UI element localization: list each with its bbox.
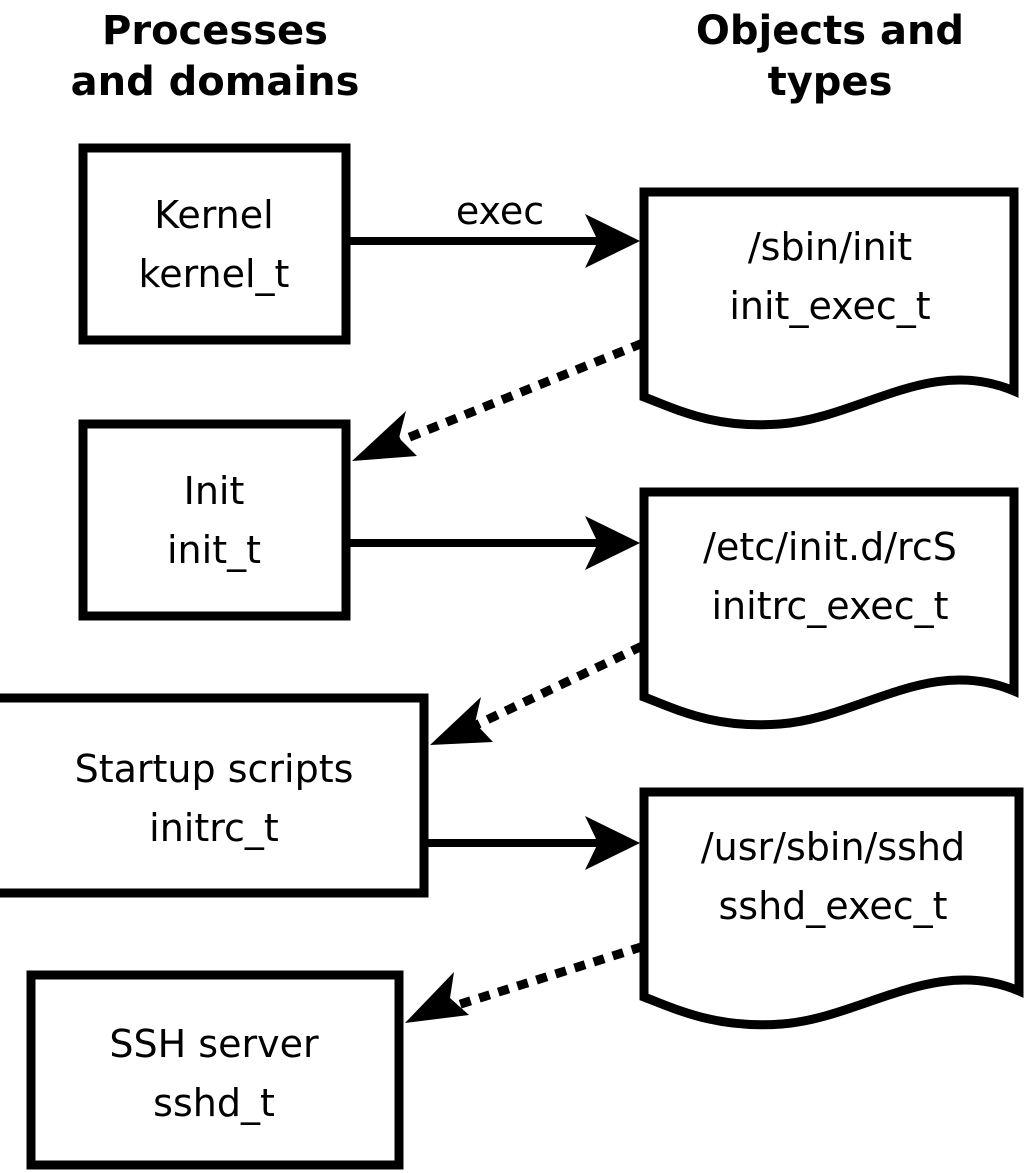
- edge-kernel-exec-init-arrowhead: [585, 214, 640, 268]
- node-sbin-init[interactable]: /sbin/init init_exec_t: [639, 187, 1019, 430]
- node-kernel[interactable]: Kernel kernel_t: [78, 143, 351, 345]
- column-header-processes-line2: and domains: [71, 59, 360, 105]
- edge-init-exec-rcs-arrowhead: [585, 516, 640, 570]
- edge-init-exec-transition-arrowhead: [352, 411, 417, 461]
- column-header-objects-line1: Objects and: [696, 8, 964, 54]
- edge-initrc-transition: [430, 642, 644, 745]
- node-etc-initd-rcs-line2: initrc_exec_t: [712, 584, 949, 628]
- node-ssh-server-line1: SSH server: [109, 1022, 319, 1066]
- node-init-box[interactable]: [78, 419, 351, 621]
- node-usr-sbin-sshd-document[interactable]: [639, 787, 1024, 1030]
- node-init[interactable]: Init init_t: [78, 419, 351, 621]
- edge-sshd-transition: [405, 942, 644, 1023]
- node-usr-sbin-sshd-line2: sshd_exec_t: [718, 884, 947, 928]
- edge-sshd-transition-line: [442, 942, 644, 1014]
- column-header-processes-line1: Processes: [102, 8, 328, 54]
- edge-init-exec-rcs: [350, 516, 640, 570]
- edge-init-exec-transition-line: [389, 339, 644, 449]
- edge-initrc-transition-line: [466, 642, 644, 733]
- node-init-line1: Init: [184, 469, 245, 513]
- node-sbin-init-line2: init_exec_t: [729, 284, 930, 328]
- column-header-processes: Processes and domains: [71, 8, 360, 105]
- node-startup-scripts-box[interactable]: [0, 693, 429, 898]
- edge-sshd-transition-arrowhead: [405, 972, 469, 1023]
- edge-initrc-exec-sshd: [428, 816, 640, 870]
- edge-init-exec-transition: [352, 339, 644, 461]
- node-etc-initd-rcs-line1: /etc/init.d/rcS: [703, 525, 957, 569]
- node-startup-scripts-line1: Startup scripts: [75, 747, 354, 791]
- column-header-objects: Objects and types: [696, 8, 964, 105]
- node-ssh-server-box[interactable]: [26, 970, 404, 1170]
- node-sbin-init-document[interactable]: [639, 187, 1019, 430]
- node-startup-scripts-line2: initrc_t: [149, 806, 279, 850]
- node-etc-initd-rcs[interactable]: /etc/init.d/rcS initrc_exec_t: [639, 487, 1019, 730]
- node-kernel-line1: Kernel: [154, 193, 273, 237]
- node-kernel-box[interactable]: [78, 143, 351, 345]
- node-sbin-init-line1: /sbin/init: [748, 225, 912, 269]
- edge-initrc-exec-sshd-arrowhead: [585, 816, 640, 870]
- edge-kernel-exec-init: exec: [350, 189, 640, 268]
- node-usr-sbin-sshd[interactable]: /usr/sbin/sshd sshd_exec_t: [639, 787, 1024, 1030]
- edge-initrc-transition-arrowhead: [430, 697, 493, 745]
- node-startup-scripts[interactable]: Startup scripts initrc_t: [0, 693, 429, 898]
- node-ssh-server-line2: sshd_t: [153, 1081, 275, 1125]
- node-etc-initd-rcs-document[interactable]: [639, 487, 1019, 730]
- column-header-objects-line2: types: [768, 59, 893, 105]
- node-usr-sbin-sshd-line1: /usr/sbin/sshd: [701, 825, 965, 869]
- edge-label-exec: exec: [456, 189, 544, 233]
- node-ssh-server[interactable]: SSH server sshd_t: [26, 970, 404, 1170]
- node-init-line2: init_t: [167, 528, 261, 572]
- node-kernel-line2: kernel_t: [139, 252, 290, 296]
